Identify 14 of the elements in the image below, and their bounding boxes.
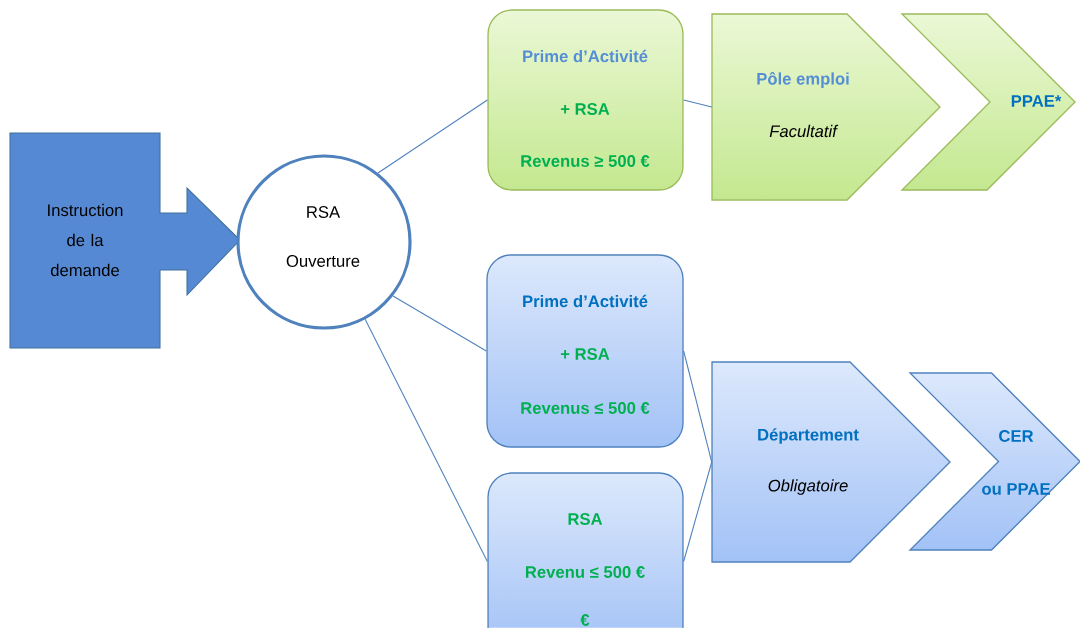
connector-line xyxy=(683,99,713,108)
connector-line xyxy=(377,99,488,174)
rounded-box: Prime d’Activité + RSA Revenus ≤ 500 € xyxy=(486,254,684,448)
step-box: CER ou PPAE xyxy=(908,372,1080,551)
connector-line xyxy=(683,350,713,463)
connector-line xyxy=(364,318,488,563)
connector-line xyxy=(392,295,487,352)
blockarrow: Instruction de la demande xyxy=(9,132,241,349)
rounded-box: RSA Revenu ≤ 500 € € xyxy=(487,472,684,628)
step-box: Département Obligatoire xyxy=(711,361,951,563)
connector-line xyxy=(683,461,713,563)
step-box: PPAE* xyxy=(900,13,1076,191)
rounded-box: Prime d’Activité + RSA Revenus ≥ 500 € xyxy=(487,9,684,191)
step-box: Pôle emploi Facultatif xyxy=(711,13,941,201)
